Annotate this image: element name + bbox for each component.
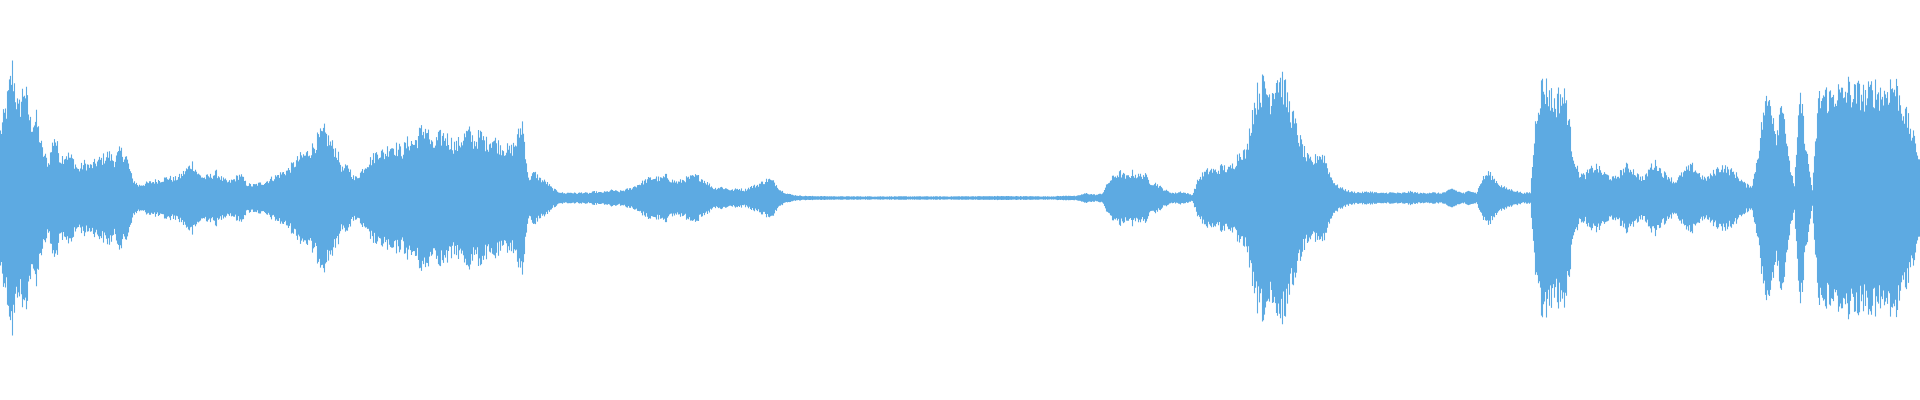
waveform-shape (0, 60, 1920, 336)
